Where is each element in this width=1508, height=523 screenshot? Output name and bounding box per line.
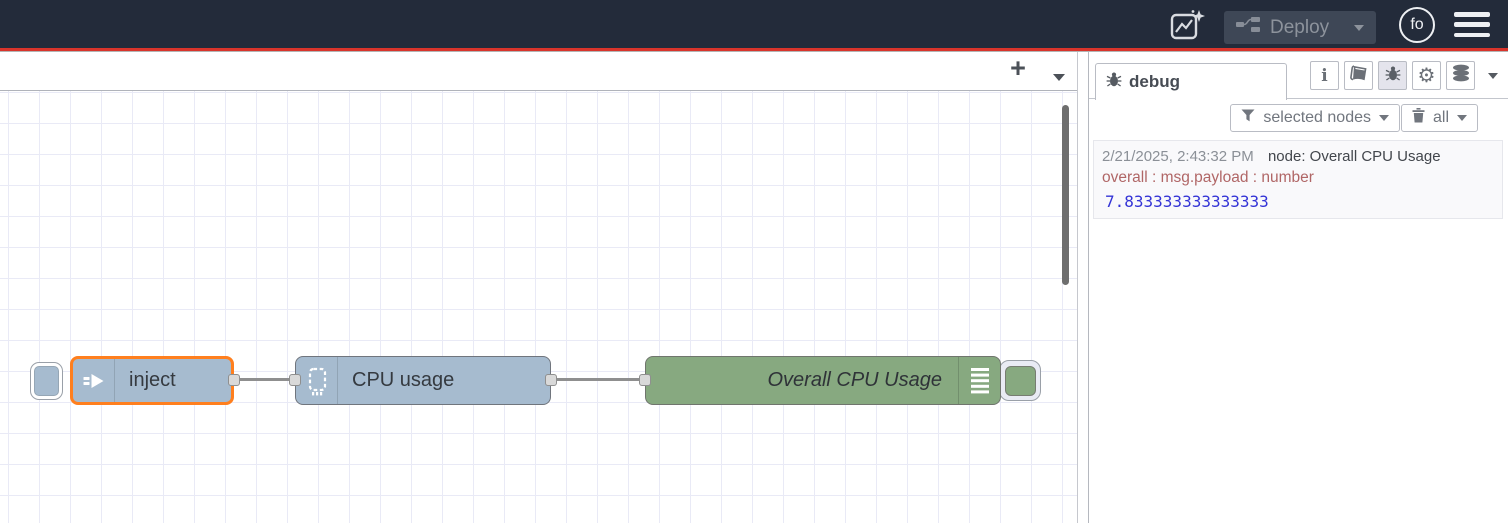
deploy-button[interactable]: Deploy xyxy=(1224,11,1376,44)
main-area: + inject xyxy=(0,51,1508,523)
sidebar-header: debug i xyxy=(1089,52,1508,100)
debug-message-property: overall : msg.payload : number xyxy=(1102,169,1314,186)
right-sidebar: debug i xyxy=(1088,52,1508,523)
canvas-vertical-scrollbar[interactable] xyxy=(1062,105,1069,285)
tab-debug[interactable]: debug xyxy=(1095,63,1287,100)
debug-message-timestamp: 2/21/2025, 2:43:32 PM xyxy=(1102,148,1254,165)
flow-list-caret-icon[interactable] xyxy=(1053,68,1065,86)
workspace: + inject xyxy=(0,52,1078,523)
header-accent-bar xyxy=(0,48,1508,51)
cpu-output-port[interactable] xyxy=(545,374,557,386)
deploy-nodes-icon xyxy=(1236,16,1260,39)
debug-message-list: 2/21/2025, 2:43:32 PM node: Overall CPU … xyxy=(1089,137,1508,523)
tab-debug-label: debug xyxy=(1129,72,1180,91)
book-icon xyxy=(1349,64,1368,87)
app-header: Deploy fo xyxy=(0,0,1508,48)
wire-inject-to-cpu[interactable] xyxy=(234,378,296,381)
bug-icon xyxy=(1106,71,1122,93)
debug-message[interactable]: 2/21/2025, 2:43:32 PM node: Overall CPU … xyxy=(1093,140,1503,219)
debug-toggle-button[interactable] xyxy=(999,360,1041,401)
inject-trigger-button[interactable] xyxy=(30,362,63,400)
inject-output-port[interactable] xyxy=(228,374,240,386)
debug-filter-label: selected nodes xyxy=(1263,109,1371,126)
tab-config-button[interactable]: ⚙ xyxy=(1412,61,1441,90)
bug-icon xyxy=(1385,65,1401,87)
node-inject-label: inject xyxy=(129,369,176,391)
debug-filter-toolbar: selected nodes all xyxy=(1089,99,1508,137)
tab-info-button[interactable]: i xyxy=(1310,61,1339,90)
debug-clear-button[interactable]: all xyxy=(1400,104,1478,132)
debug-input-port[interactable] xyxy=(639,374,651,386)
main-menu-icon[interactable] xyxy=(1454,12,1490,37)
info-icon: i xyxy=(1321,65,1328,86)
wire-cpu-to-debug[interactable] xyxy=(551,378,646,381)
cpu-input-port[interactable] xyxy=(289,374,301,386)
canvas-sidebar-gap xyxy=(1078,52,1088,523)
filter-funnel-icon xyxy=(1241,109,1255,127)
deploy-options-caret-icon[interactable] xyxy=(1354,24,1364,31)
debug-message-node: node: Overall CPU Usage xyxy=(1267,148,1441,165)
deploy-button-label: Deploy xyxy=(1270,16,1330,38)
add-flow-button[interactable]: + xyxy=(1010,53,1026,83)
debug-message-value: 7.833333333333333 xyxy=(1105,192,1269,211)
inject-arrow-icon xyxy=(73,359,115,402)
sidebar-toolbar: i xyxy=(1310,61,1498,90)
sidebar-options-caret-icon[interactable] xyxy=(1488,72,1498,79)
debug-toggle-button-face xyxy=(1004,365,1036,396)
cpu-chip-icon xyxy=(296,357,338,404)
clear-caret-icon xyxy=(1457,115,1467,121)
tab-help-button[interactable] xyxy=(1344,61,1373,90)
node-debug-overall-cpu[interactable]: Overall CPU Usage xyxy=(645,356,1001,405)
node-cpu-usage-label: CPU usage xyxy=(352,369,455,391)
tab-context-button[interactable] xyxy=(1446,61,1475,90)
node-inject[interactable]: inject xyxy=(70,356,234,405)
user-avatar-initials: fo xyxy=(1410,16,1424,33)
flow-tab-bar: + xyxy=(0,52,1077,91)
trash-icon xyxy=(1412,108,1425,128)
user-avatar[interactable]: fo xyxy=(1399,7,1435,43)
flow-canvas[interactable]: inject CPU usage xyxy=(0,91,1077,523)
database-icon xyxy=(1452,64,1470,87)
node-cpu-usage[interactable]: CPU usage xyxy=(295,356,551,405)
debug-filter-button[interactable]: selected nodes xyxy=(1230,104,1400,132)
tab-debug-button[interactable] xyxy=(1378,61,1407,90)
inject-trigger-button-face xyxy=(34,366,59,396)
filter-caret-icon xyxy=(1379,115,1389,121)
debug-clear-label: all xyxy=(1432,109,1449,126)
node-debug-label: Overall CPU Usage xyxy=(767,369,942,391)
debug-console-icon xyxy=(958,357,1000,404)
gear-icon: ⚙ xyxy=(1417,64,1436,87)
flow-assistant-icon[interactable] xyxy=(1168,8,1208,42)
